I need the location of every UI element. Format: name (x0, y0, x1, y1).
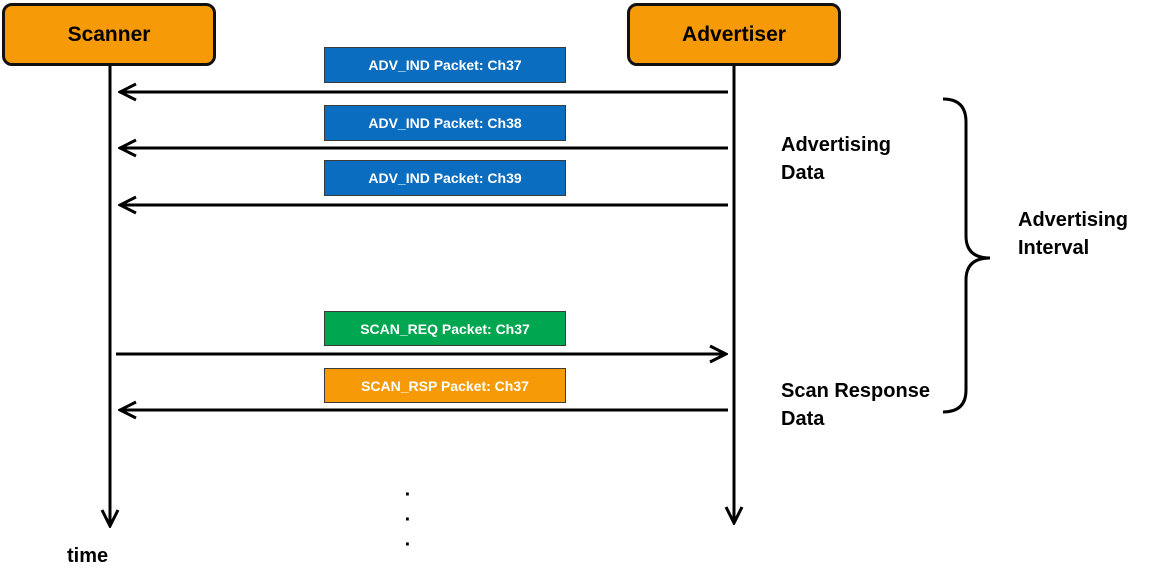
interval-brace (942, 97, 991, 414)
continuation-dots: · · · (404, 484, 412, 556)
packet-label-scan-rsp: SCAN_RSP Packet: Ch37 (324, 368, 566, 403)
advertising-data-note: Advertising Data (781, 134, 892, 184)
packet-label-adv-ind-ch38: ADV_IND Packet: Ch38 (324, 105, 566, 141)
packet-label-adv-ind-ch39: ADV_IND Packet: Ch39 (324, 160, 566, 196)
scan-response-data-note: Scan Response Data (781, 380, 930, 430)
packet-label-scan-req: SCAN_REQ Packet: Ch37 (324, 311, 566, 346)
time-axis-label: time (67, 545, 109, 567)
advertising-interval-note: Advertising Interval (1018, 209, 1129, 259)
advertiser-actor-box: Advertiser (627, 3, 841, 66)
scanner-actor-box: Scanner (2, 3, 216, 66)
packet-label-adv-ind-ch37: ADV_IND Packet: Ch37 (324, 47, 566, 83)
